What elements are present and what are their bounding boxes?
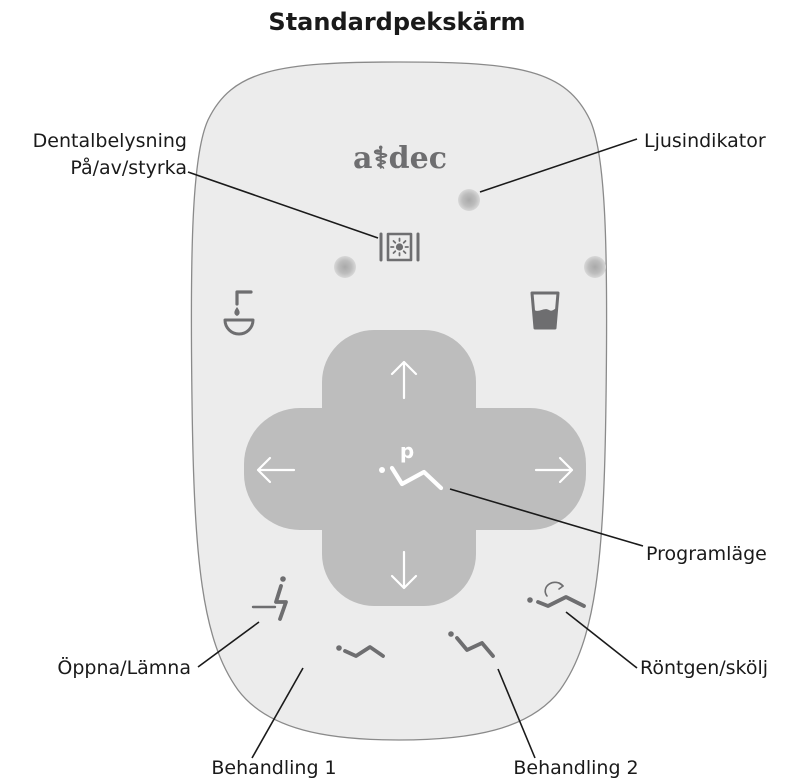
arrow-left-icon bbox=[256, 456, 296, 484]
leader-xray-rinse bbox=[565, 611, 638, 669]
seated-chair-icon bbox=[251, 576, 288, 621]
treatment-2-button[interactable] bbox=[448, 631, 495, 658]
diagram-title: Standardpekskärm bbox=[268, 8, 525, 36]
label-treatment-1: Behandling 1 bbox=[211, 757, 336, 779]
label-entry-exit: Öppna/Lämna bbox=[57, 656, 191, 679]
entry-exit-button[interactable] bbox=[251, 576, 288, 621]
left-indicator-dot bbox=[334, 256, 356, 278]
chair-position-pad bbox=[244, 330, 586, 606]
cup-fill-button[interactable] bbox=[530, 291, 560, 330]
back-left-button[interactable] bbox=[256, 456, 296, 484]
label-dental-light-line1: Dentalbelysning bbox=[33, 130, 187, 152]
label-treatment-2: Behandling 2 bbox=[513, 757, 638, 779]
xray-rinse-icon bbox=[527, 581, 586, 608]
dental-light-button[interactable] bbox=[379, 232, 420, 262]
label-dental-light-line2: På/av/styrka bbox=[70, 156, 187, 179]
sun-icon bbox=[390, 237, 409, 257]
label-xray-rinse: Röntgen/skölj bbox=[640, 657, 768, 679]
leader-treatment-2 bbox=[497, 668, 536, 759]
treatment-1-icon bbox=[336, 645, 385, 658]
xray-rinse-button[interactable] bbox=[527, 581, 586, 608]
label-program-mode: Programläge bbox=[646, 543, 767, 565]
leader-light-indicator bbox=[479, 138, 638, 193]
label-light-indicator: Ljusindikator bbox=[644, 130, 766, 152]
adec-logo: a⚕dec bbox=[353, 141, 447, 176]
back-right-button[interactable] bbox=[534, 456, 574, 484]
program-letter: p bbox=[400, 439, 414, 463]
chair-up-button[interactable] bbox=[390, 360, 418, 400]
arrow-up-icon bbox=[390, 360, 418, 400]
reclined-chair-icon bbox=[379, 465, 444, 491]
treatment-2-icon bbox=[448, 631, 495, 658]
chair-down-button[interactable] bbox=[390, 550, 418, 590]
leader-program-mode bbox=[449, 488, 644, 547]
treatment-1-button[interactable] bbox=[336, 645, 385, 658]
leader-dental-light bbox=[187, 171, 379, 239]
arrow-down-icon bbox=[390, 550, 418, 590]
program-mode-button[interactable]: p bbox=[379, 439, 444, 491]
light-indicator-dot bbox=[458, 189, 480, 211]
right-indicator-dot bbox=[584, 256, 606, 278]
leader-entry-exit bbox=[197, 621, 260, 668]
bowl-rinse-icon bbox=[223, 290, 255, 336]
leader-treatment-1 bbox=[251, 667, 304, 759]
bowl-rinse-button[interactable] bbox=[223, 290, 255, 336]
cup-fill-icon bbox=[530, 291, 560, 330]
arrow-right-icon bbox=[534, 456, 574, 484]
